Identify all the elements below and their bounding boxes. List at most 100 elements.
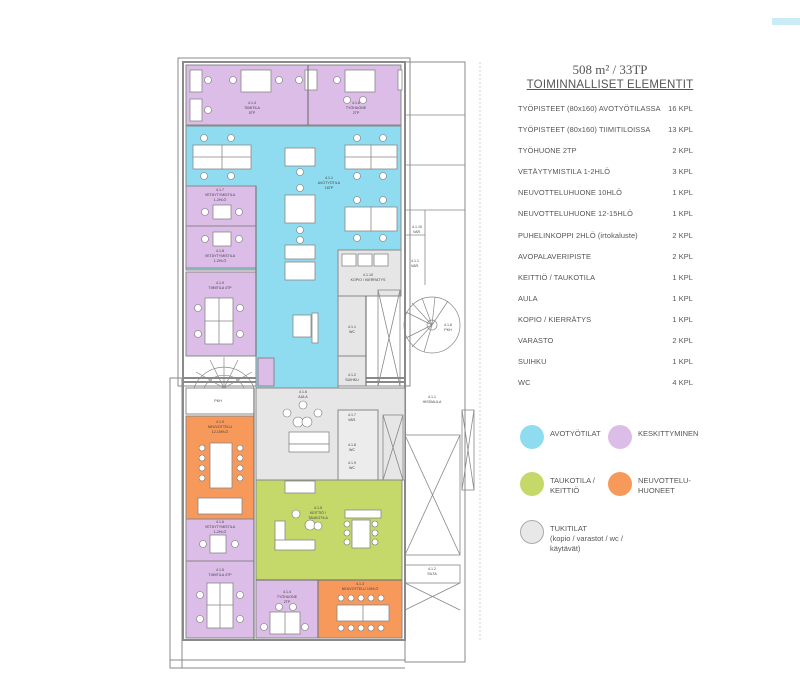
svg-text:4.1.1: 4.1.1 [411, 259, 419, 263]
svg-text:WC: WC [349, 330, 355, 334]
svg-text:4.1.4: 4.1.4 [283, 590, 291, 594]
list-item: TYÖPISTEET (80x160) TIIMITILOISSA 13 KPL [518, 125, 693, 146]
svg-text:SILTA: SILTA [427, 572, 437, 576]
item-label: SUIHKU [518, 357, 547, 367]
svg-text:4.1.6: 4.1.6 [444, 323, 452, 327]
corner-accent-bar [772, 18, 800, 25]
svg-text:PKH: PKH [214, 399, 222, 403]
item-label: TYÖPISTEET (80x160) TIIMITILOISSA [518, 125, 651, 135]
item-qty: 1 KPL [672, 293, 693, 303]
svg-text:AULA: AULA [298, 395, 308, 399]
list-item: VARASTO 2 KPL [518, 336, 693, 357]
svg-text:VETÄYTYMISTILA: VETÄYTYMISTILA [205, 193, 236, 197]
legend-item-open: AVOTYÖTILAT [520, 425, 601, 449]
item-label: AVOPALAVERIPISTE [518, 251, 592, 261]
svg-text:2TP: 2TP [284, 600, 291, 604]
svg-text:WC: WC [349, 466, 355, 470]
legend-label: NEUVOTTELU-HUONEET [638, 476, 691, 495]
svg-text:4.1.9: 4.1.9 [216, 281, 224, 285]
item-label: KEITTIÖ / TAUKOTILA [518, 272, 596, 282]
item-qty: 2 KPL [672, 230, 693, 240]
legend-swatch [520, 520, 544, 544]
item-qty: 4 KPL [672, 378, 693, 388]
item-qty: 2 KPL [672, 251, 693, 261]
svg-text:VAR.: VAR. [348, 418, 356, 422]
item-qty: 1 KPL [672, 357, 693, 367]
svg-text:5TP: 5TP [249, 111, 256, 115]
list-item: KOPIO / KIERRÄTYS 1 KPL [518, 315, 693, 336]
staircase-left [193, 357, 255, 389]
svg-text:NEUVOTTELU 10HLÖ: NEUVOTTELU 10HLÖ [342, 587, 379, 591]
svg-text:PKH: PKH [444, 328, 452, 332]
legend-swatch [520, 425, 544, 449]
list-item: AVOPALAVERIPISTE 2 KPL [518, 252, 693, 273]
item-label: AULA [518, 293, 538, 303]
svg-text:4.1.1: 4.1.1 [325, 176, 333, 180]
item-qty: 2 KPL [672, 336, 693, 346]
interior-walls [253, 65, 402, 640]
legend-item-support: TUKITILAT(kopio / varastot / wc /käytävä… [520, 520, 623, 554]
legend-item-focus: KESKITTYMINEN [608, 425, 698, 449]
svg-text:16TP: 16TP [325, 186, 334, 190]
room-labels: 4.1.4 TIIMITILA 5TP 4.1.6 TYÖHUONE 2TP 4… [205, 101, 452, 604]
item-label: VARASTO [518, 336, 554, 346]
item-label: NEUVOTTELUHUONE 10HLÖ [518, 188, 622, 198]
svg-text:4.1.2: 4.1.2 [348, 373, 356, 377]
legend-label: TUKITILAT(kopio / varastot / wc /käytävä… [550, 524, 623, 553]
zone-support [185, 249, 406, 481]
svg-text:4.1.5: 4.1.5 [216, 568, 224, 572]
color-legend: AVOTYÖTILAT KESKITTYMINEN TAUKOTILA /KEI… [520, 425, 740, 565]
svg-text:4.1.8: 4.1.8 [216, 249, 224, 253]
item-qty: 16 KPL [668, 104, 693, 113]
svg-text:TIIMITILA 4TP: TIIMITILA 4TP [208, 286, 232, 290]
svg-text:2TP: 2TP [353, 111, 360, 115]
staircase-right [403, 296, 461, 354]
legend-label: TAUKOTILA /KEITTIÖ [550, 476, 595, 495]
list-item: PUHELINKOPPI 2HLÖ (irtokaluste) 2 KPL [518, 231, 693, 252]
furniture-desks [189, 69, 403, 635]
svg-text:SUIHKU: SUIHKU [345, 378, 359, 382]
item-label: PUHELINKOPPI 2HLÖ (irtokaluste) [518, 230, 638, 240]
svg-text:VAR.: VAR. [413, 230, 421, 234]
svg-text:TAUKOTILA: TAUKOTILA [308, 516, 328, 520]
legend-item-meeting: NEUVOTTELU-HUONEET [608, 472, 691, 496]
legend-label: AVOTYÖTILAT [550, 429, 601, 438]
svg-text:WC: WC [349, 448, 355, 452]
furniture-chairs [194, 76, 387, 632]
svg-text:4.1.4: 4.1.4 [248, 101, 256, 105]
svg-text:1-2HLÖ: 1-2HLÖ [214, 259, 227, 263]
svg-text:4.1.8: 4.1.8 [348, 443, 356, 447]
item-label: VETÄYTYMISTILA 1-2HLÖ [518, 167, 611, 177]
legend-label: KESKITTYMINEN [638, 429, 699, 438]
item-label: TYÖHUONE 2TP [518, 146, 577, 156]
svg-text:4.1.7: 4.1.7 [348, 413, 356, 417]
item-qty: 1 KPL [672, 272, 693, 282]
item-qty: 1 KPL [672, 209, 693, 219]
svg-text:4.1.9: 4.1.9 [348, 461, 356, 465]
svg-text:4.1.3: 4.1.3 [356, 582, 364, 586]
svg-text:4.1.2: 4.1.2 [428, 567, 436, 571]
svg-text:VETÄYTYMISTILA: VETÄYTYMISTILA [205, 254, 236, 258]
svg-text:12-15HLÖ: 12-15HLÖ [212, 430, 229, 434]
svg-text:VAR.: VAR. [411, 264, 419, 268]
svg-text:4.1.6: 4.1.6 [352, 101, 360, 105]
item-qty: 13 KPL [668, 125, 693, 135]
svg-text:4.1.9: 4.1.9 [216, 420, 224, 424]
svg-text:TYÖHUONE: TYÖHUONE [277, 595, 298, 599]
elevator-shafts [377, 114, 475, 611]
list-item: KEITTIÖ / TAUKOTILA 1 KPL [518, 273, 693, 294]
svg-text:KEITTIÖ /: KEITTIÖ / [310, 511, 326, 515]
list-item: AULA 1 KPL [518, 294, 693, 315]
item-qty: 1 KPL [672, 314, 693, 324]
svg-text:4.1.7: 4.1.7 [216, 188, 224, 192]
svg-text:1-2HLÖ: 1-2HLÖ [214, 198, 227, 202]
svg-text:TIIMITILA: TIIMITILA [244, 106, 260, 110]
item-label: KOPIO / KIERRÄTYS [518, 314, 592, 324]
